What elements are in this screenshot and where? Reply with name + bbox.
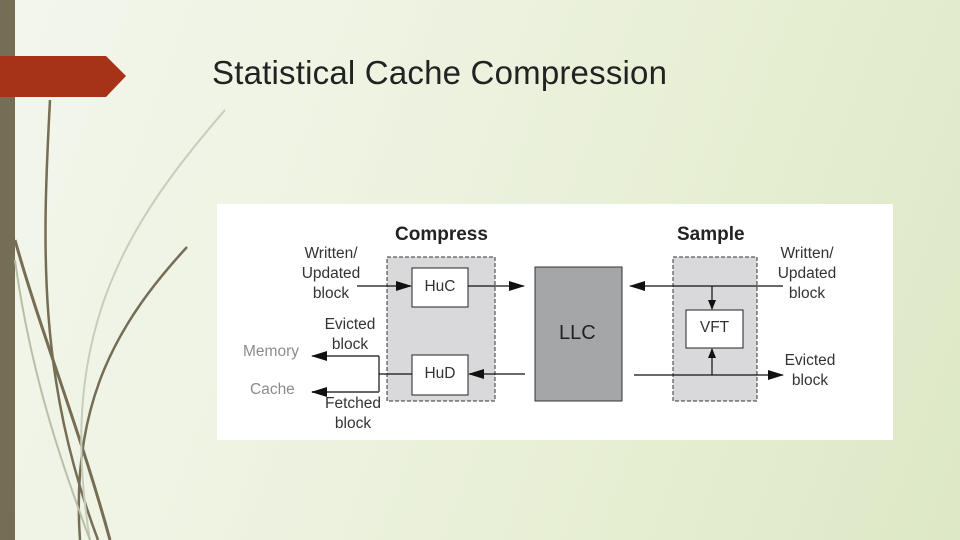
label-line: block: [312, 285, 350, 302]
label-line: Written/: [304, 245, 358, 262]
left-written-updated-label: Written/ Updated block: [297, 244, 365, 304]
left-sidebar-bar: [0, 0, 15, 540]
left-fetched-block-label: Fetched block: [321, 394, 385, 434]
label-line: block: [331, 336, 369, 353]
left-evicted-block-label: Evicted block: [318, 315, 382, 355]
hud-block-label: HuD: [424, 365, 456, 382]
label-line: Updated: [301, 265, 361, 282]
compress-group-label: Compress: [395, 224, 488, 245]
title-accent-arrow: [0, 56, 126, 97]
memory-label: Memory: [243, 343, 299, 360]
label-line: block: [788, 285, 826, 302]
label-line: Updated: [777, 265, 837, 282]
diagram-shapes: [311, 256, 784, 402]
label-line: Fetched: [324, 395, 381, 412]
right-written-updated-label: Written/ Updated block: [773, 244, 841, 304]
label-line: Evicted: [324, 316, 376, 333]
vft-block-label: VFT: [699, 319, 730, 336]
huc-block-label: HuC: [424, 278, 456, 295]
right-evicted-block-label: Evicted block: [778, 351, 842, 391]
label-line: block: [334, 415, 372, 432]
label-line: Evicted: [784, 352, 836, 369]
llc-block-label: LLC: [559, 322, 596, 344]
cache-compression-diagram: Compress Sample HuC HuD LLC VFT Written/…: [217, 204, 893, 440]
slide-title: Statistical Cache Compression: [212, 54, 668, 91]
label-line: Written/: [780, 245, 834, 262]
sample-group-label: Sample: [677, 224, 745, 245]
decorative-curves: [13, 99, 226, 540]
label-line: block: [791, 372, 829, 389]
cache-label: Cache: [250, 381, 295, 398]
